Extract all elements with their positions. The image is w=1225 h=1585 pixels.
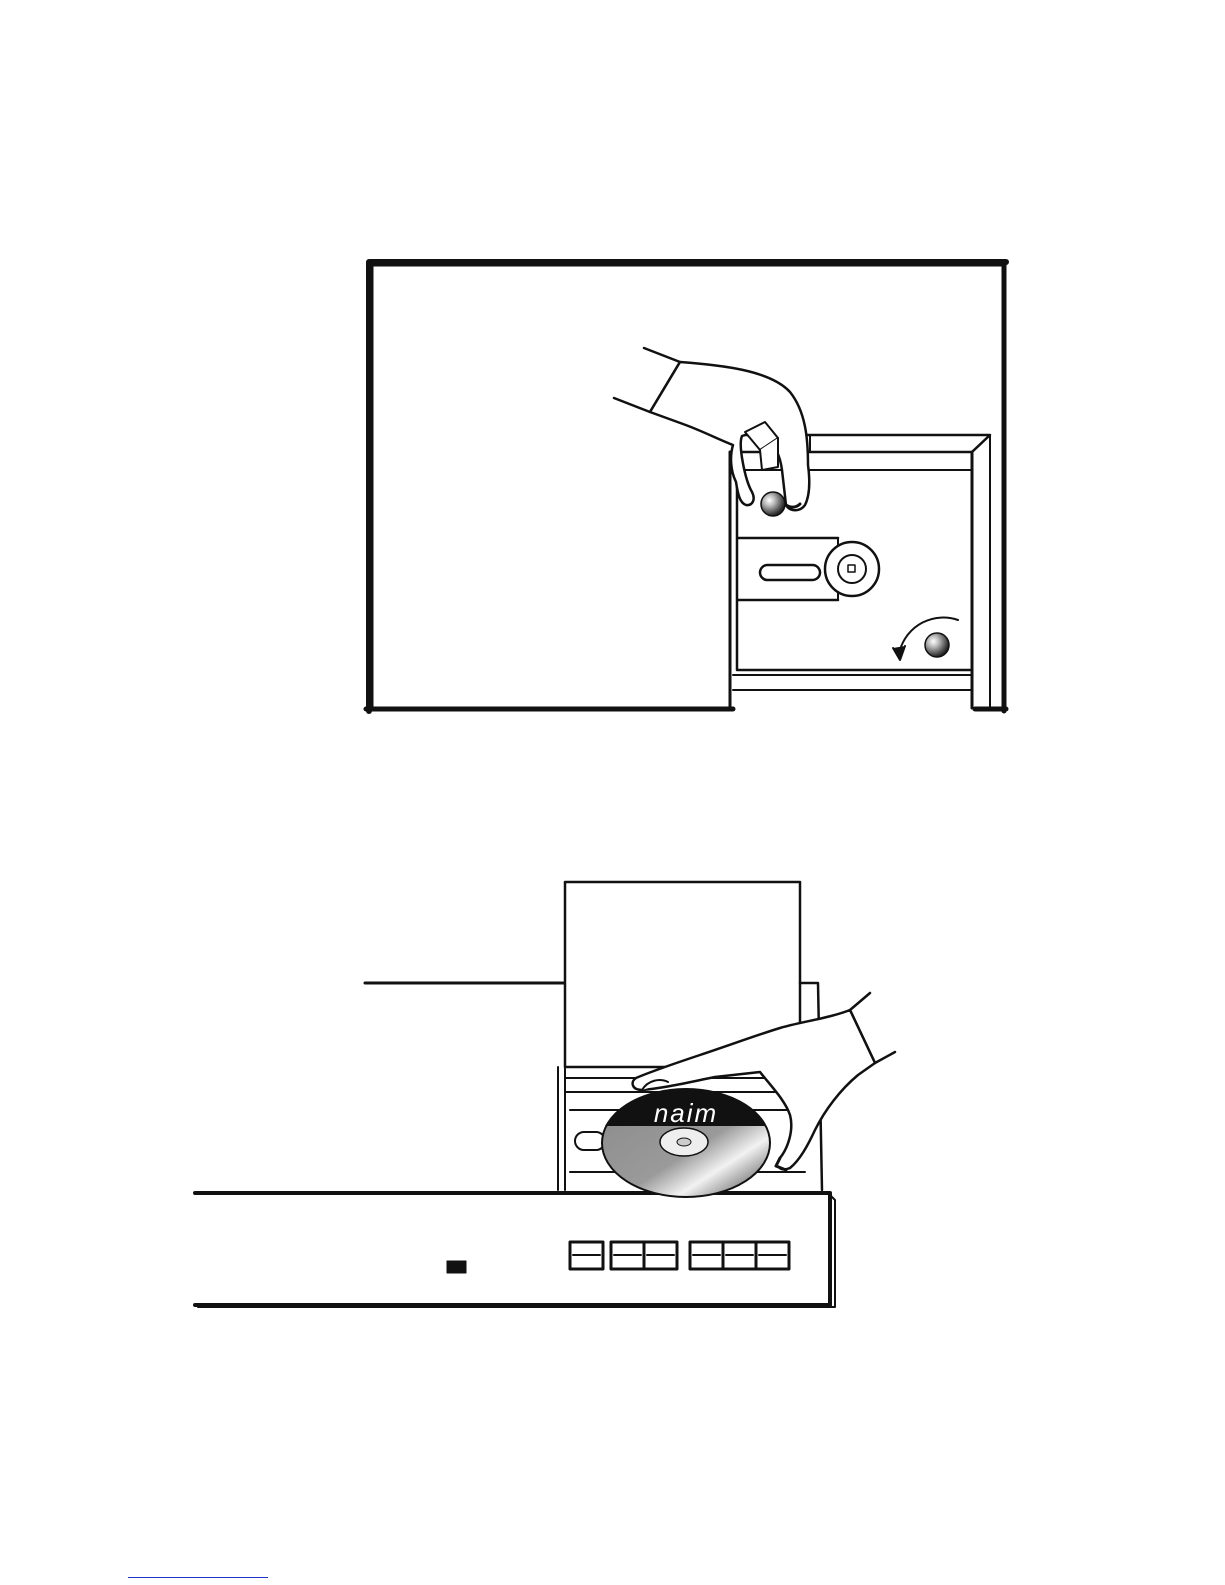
compact-disc: naim — [602, 1089, 770, 1197]
rotation-arrow — [893, 618, 958, 660]
display-window — [447, 1261, 466, 1273]
front-button-1[interactable] — [570, 1242, 603, 1269]
front-button-2[interactable] — [611, 1242, 644, 1269]
clamp-puck — [761, 492, 785, 516]
hand — [614, 348, 809, 510]
top-figure — [366, 262, 1006, 711]
front-button-5[interactable] — [723, 1242, 756, 1269]
disc-clamp-arm — [738, 538, 879, 600]
front-button-4[interactable] — [690, 1242, 723, 1269]
front-button-6[interactable] — [756, 1242, 789, 1269]
disc-brand-label: naim — [654, 1098, 718, 1128]
footer-rule — [128, 1577, 268, 1578]
bottom-figure: naim — [195, 882, 895, 1307]
knob — [925, 633, 949, 657]
front-button-3[interactable] — [644, 1242, 677, 1269]
player-lid — [366, 262, 1006, 711]
